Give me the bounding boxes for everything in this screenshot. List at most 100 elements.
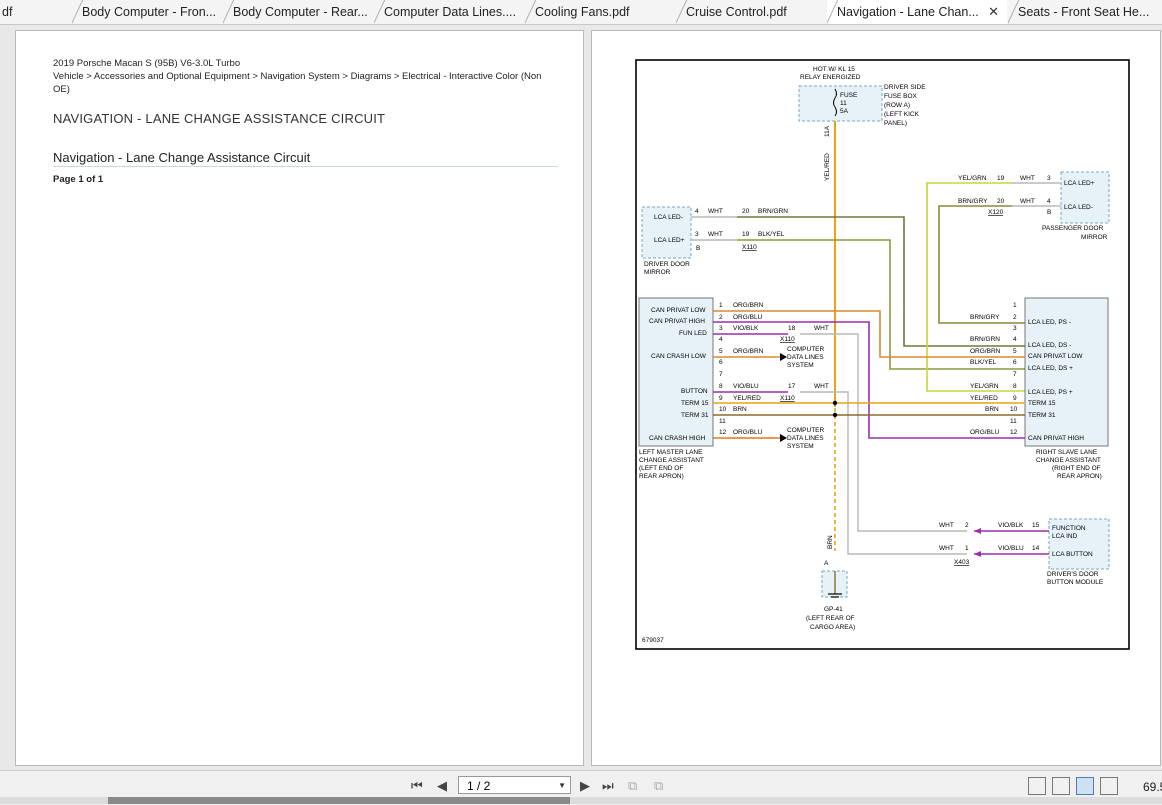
pin-num: 2 bbox=[965, 522, 969, 529]
right-slave-box bbox=[1024, 297, 1109, 447]
splice bbox=[832, 412, 838, 418]
continuous-view-icon[interactable] bbox=[1052, 777, 1070, 795]
scroll-thumb[interactable] bbox=[108, 797, 570, 804]
pin-num: 5 bbox=[719, 348, 723, 355]
last-page-icon[interactable]: ⏭ bbox=[602, 778, 614, 793]
pin-num: 3 bbox=[1047, 175, 1051, 182]
fuse-label: FUSE bbox=[840, 92, 858, 99]
wire-color-label: ORG/BLU bbox=[733, 429, 763, 436]
wire-color-label: ORG/BRN bbox=[970, 348, 1001, 355]
forward-icon[interactable]: ⧉ bbox=[654, 778, 664, 793]
single-page-view-icon[interactable] bbox=[1028, 777, 1046, 795]
pin-label: LCA LED, PS + bbox=[1028, 389, 1073, 396]
wiring-diagram: HOT W/ KL 15 RELAY ENERGIZED FUSE 11 5A … bbox=[635, 59, 1130, 650]
pin-label: TERM 15 bbox=[681, 400, 709, 407]
first-page-icon[interactable]: ⏮ bbox=[411, 778, 423, 793]
figure-id: 679037 bbox=[642, 637, 664, 644]
component-label: REAR APRON) bbox=[1057, 473, 1102, 480]
wire-color-label: VIO/BLU bbox=[998, 545, 1024, 552]
pin-num: 11 bbox=[719, 418, 726, 425]
page-left: 2019 Porsche Macan S (95B) V6-3.0L Turbo… bbox=[15, 30, 584, 766]
tab-6-active[interactable]: Navigation - Lane Chan... ✕ bbox=[827, 0, 1007, 24]
can-privat-low-wire bbox=[713, 310, 1025, 358]
pin-num: 2 bbox=[1013, 314, 1017, 321]
tab-2[interactable]: Body Computer - Rear... bbox=[223, 0, 373, 24]
wire-color-label: YEL/RED bbox=[970, 395, 998, 402]
tab-label: Cooling Fans.pdf bbox=[535, 5, 630, 19]
wire-color-label: VIO/BLK bbox=[733, 325, 759, 332]
tab-label: Navigation - Lane Chan... bbox=[837, 5, 979, 19]
tab-7[interactable]: Seats - Front Seat He... bbox=[1008, 0, 1162, 24]
pin-num: 1 bbox=[965, 545, 969, 552]
wire-color-label: WHT bbox=[939, 545, 954, 552]
pin-num: 4 bbox=[1047, 198, 1051, 205]
pin-label: LCA LED, DS + bbox=[1028, 365, 1073, 372]
pin-num: 20 bbox=[997, 198, 1005, 205]
pin-num: 7 bbox=[719, 371, 723, 378]
driver-mirror-box bbox=[641, 206, 692, 259]
ref-label: SYSTEM bbox=[787, 443, 814, 450]
back-icon[interactable]: ⧉ bbox=[628, 778, 638, 793]
fuse-amp: 5A bbox=[840, 108, 849, 115]
component-label: (LEFT END OF bbox=[639, 465, 683, 472]
wire-color-label: ORG/BRN bbox=[733, 348, 764, 355]
can-privat-high-wire bbox=[713, 321, 1025, 439]
fusebox-label: FUSE BOX bbox=[884, 93, 918, 100]
pdf-viewer[interactable]: 2019 Porsche Macan S (95B) V6-3.0L Turbo… bbox=[0, 25, 1162, 770]
passenger-mirror-box bbox=[1060, 171, 1110, 224]
tab-3[interactable]: Computer Data Lines.... bbox=[374, 0, 524, 24]
tab-label: df bbox=[2, 5, 13, 19]
wire-color-label: BRN/GRY bbox=[958, 198, 988, 205]
component-label: CHANGE ASSISTANT bbox=[1036, 457, 1101, 464]
tab-4[interactable]: Cooling Fans.pdf bbox=[525, 0, 675, 24]
button-module-box bbox=[1048, 518, 1110, 570]
fuse-num: 11 bbox=[840, 100, 847, 107]
pin-label: CAN CRASH HIGH bbox=[649, 435, 706, 442]
close-icon[interactable]: ✕ bbox=[988, 4, 999, 19]
pin-num: 8 bbox=[719, 383, 723, 390]
zoom-level[interactable]: 69.5 bbox=[1143, 780, 1162, 794]
next-page-icon[interactable]: ▶ bbox=[580, 778, 590, 793]
wire-color-label: BLK/YEL bbox=[970, 359, 997, 366]
two-page-continuous-view-icon[interactable] bbox=[1100, 777, 1118, 795]
page-value: 1 / 2 bbox=[467, 779, 491, 793]
pin-label: FUN LED bbox=[679, 330, 707, 337]
connector-label: B bbox=[1047, 209, 1051, 216]
wht-button-wire bbox=[800, 391, 967, 555]
fuse-box bbox=[798, 85, 883, 122]
tab-1[interactable]: Body Computer - Fron... bbox=[72, 0, 222, 24]
wire-color-label: BRN/GRN bbox=[758, 208, 788, 215]
pin-num: 18 bbox=[788, 325, 796, 332]
connector-label: X110 bbox=[742, 244, 757, 251]
component-label: RIGHT SLAVE LANE bbox=[1036, 449, 1098, 456]
pin-num: 10 bbox=[1010, 406, 1018, 413]
tab-label: Body Computer - Fron... bbox=[82, 5, 217, 19]
tab-0[interactable]: df bbox=[0, 0, 62, 24]
component-label: PASSENGER DOOR bbox=[1042, 225, 1104, 232]
pin-num: 1 bbox=[719, 302, 723, 309]
pin-num: 9 bbox=[719, 395, 723, 402]
page-title: NAVIGATION - LANE CHANGE ASSISTANCE CIRC… bbox=[53, 111, 386, 126]
chevron-down-icon: ▼ bbox=[558, 781, 566, 790]
prev-page-icon[interactable]: ◀ bbox=[437, 778, 447, 793]
horizontal-scrollbar[interactable] bbox=[0, 797, 1162, 804]
fusebox-label: DRIVER SIDE bbox=[884, 84, 926, 91]
component-label: REAR APRON) bbox=[639, 473, 684, 480]
left-master-box bbox=[638, 297, 714, 447]
pin-num: 4 bbox=[719, 336, 723, 343]
wire-color-label: WHT bbox=[814, 383, 829, 390]
fuse-icon bbox=[833, 88, 837, 117]
tab-5[interactable]: Cruise Control.pdf bbox=[676, 0, 826, 24]
pin-num: 9 bbox=[1013, 395, 1017, 402]
pin-label: LCA LED+ bbox=[1064, 180, 1095, 187]
pin-label: LCA LED, PS - bbox=[1028, 319, 1071, 326]
wire-color-label: YEL/RED bbox=[733, 395, 761, 402]
page-select[interactable]: 1 / 2 ▼ bbox=[458, 776, 571, 794]
ref-label: SYSTEM bbox=[787, 362, 814, 369]
ref-label: DATA LINES bbox=[787, 354, 824, 361]
pin-label: CAN PRIVAT LOW bbox=[651, 307, 706, 314]
pin-label: CAN PRIVAT HIGH bbox=[649, 318, 705, 325]
two-page-view-icon[interactable] bbox=[1076, 777, 1094, 795]
pin-num: 19 bbox=[997, 175, 1005, 182]
component-label: DRIVER DOOR bbox=[644, 261, 690, 268]
